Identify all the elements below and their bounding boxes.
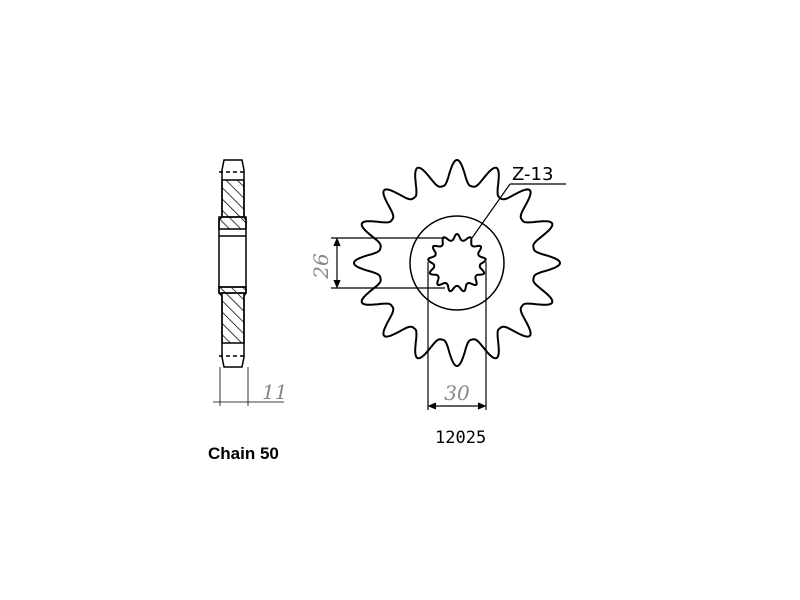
bore-width-dimension: 30 <box>444 381 470 405</box>
dimension-lines <box>331 183 566 410</box>
spline-bore <box>427 232 487 293</box>
tooth-count-label: Z-13 <box>512 164 553 185</box>
hub-circle <box>409 215 505 311</box>
chain-label: Chain 50 <box>208 444 279 463</box>
inner-diameter-dimension: 26 <box>309 253 333 280</box>
side-view <box>213 159 284 406</box>
part-number: 12025 <box>435 428 486 448</box>
sprocket-outline <box>352 158 562 368</box>
thickness-dimension: 11 <box>262 380 287 404</box>
